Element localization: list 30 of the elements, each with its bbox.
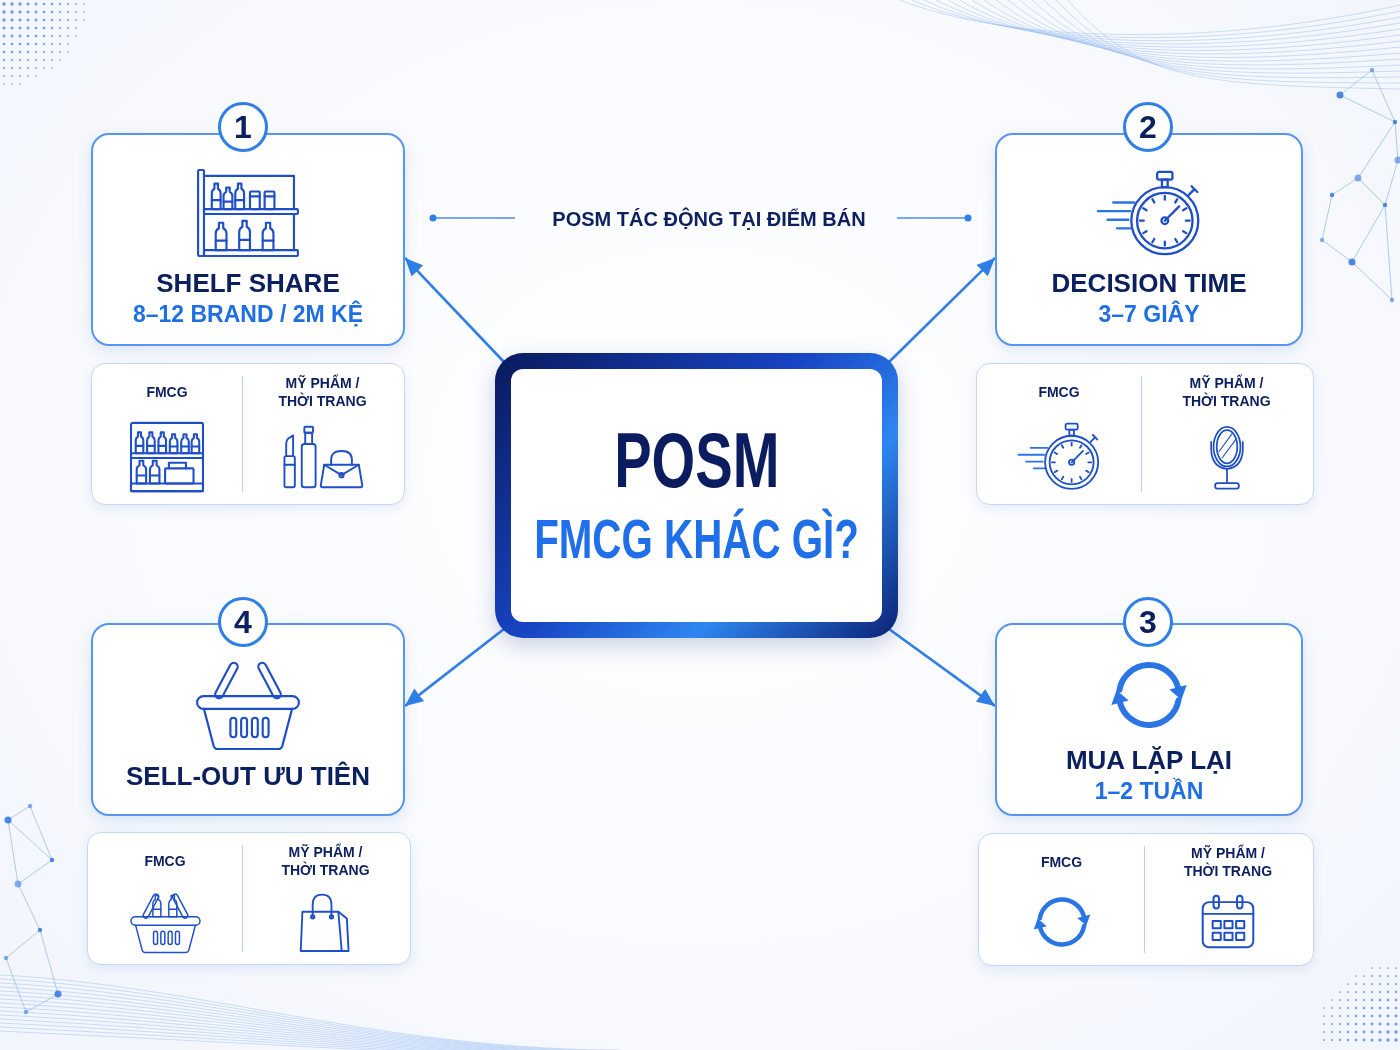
- column-heading: MỸ PHẨM / THỜI TRANG: [1181, 374, 1272, 410]
- arrow: [888, 256, 996, 363]
- comparison-panel: [91, 363, 405, 505]
- card-subtitle: 8–12 BRAND / 2M KỆ: [132, 299, 364, 329]
- arrow: [404, 257, 505, 363]
- arrow: [404, 627, 505, 707]
- main-heading: POSM: [613, 419, 780, 500]
- column-heading: FMCG: [146, 383, 188, 401]
- card-subtitle: 3–7 GIÂY: [1098, 299, 1200, 329]
- number-badge: 3: [1123, 597, 1173, 647]
- arrow: [888, 627, 996, 707]
- comparison-panel: [976, 363, 1314, 505]
- card-title: DECISION TIME: [1051, 268, 1247, 298]
- number-badge: 2: [1123, 102, 1173, 152]
- card-title: SELL-OUT ƯU TIÊN: [126, 761, 370, 791]
- number-badge: 1: [218, 102, 268, 152]
- number-badge: 4: [218, 597, 268, 647]
- comparison-panel: [87, 832, 411, 965]
- sub-heading: FMCG KHÁC GÌ?: [534, 505, 859, 572]
- section-label: POSM TÁC ĐỘNG TẠI ĐIỂM BÁN: [552, 207, 866, 231]
- column-heading: FMCG: [1040, 853, 1083, 871]
- column-heading: MỸ PHẨM / THỜI TRANG: [277, 374, 368, 410]
- column-heading: FMCG: [1038, 383, 1080, 401]
- comparison-panel: [978, 833, 1314, 966]
- column-heading: FMCG: [144, 852, 186, 870]
- card-title: SHELF SHARE: [156, 268, 340, 298]
- column-heading: MỸ PHẨM / THỜI TRANG: [1182, 844, 1274, 880]
- card-title: MUA LẶP LẠI: [1065, 745, 1233, 775]
- card-subtitle: 1–2 TUẦN: [1094, 776, 1204, 806]
- column-heading: MỸ PHẨM / THỜI TRANG: [280, 843, 371, 879]
